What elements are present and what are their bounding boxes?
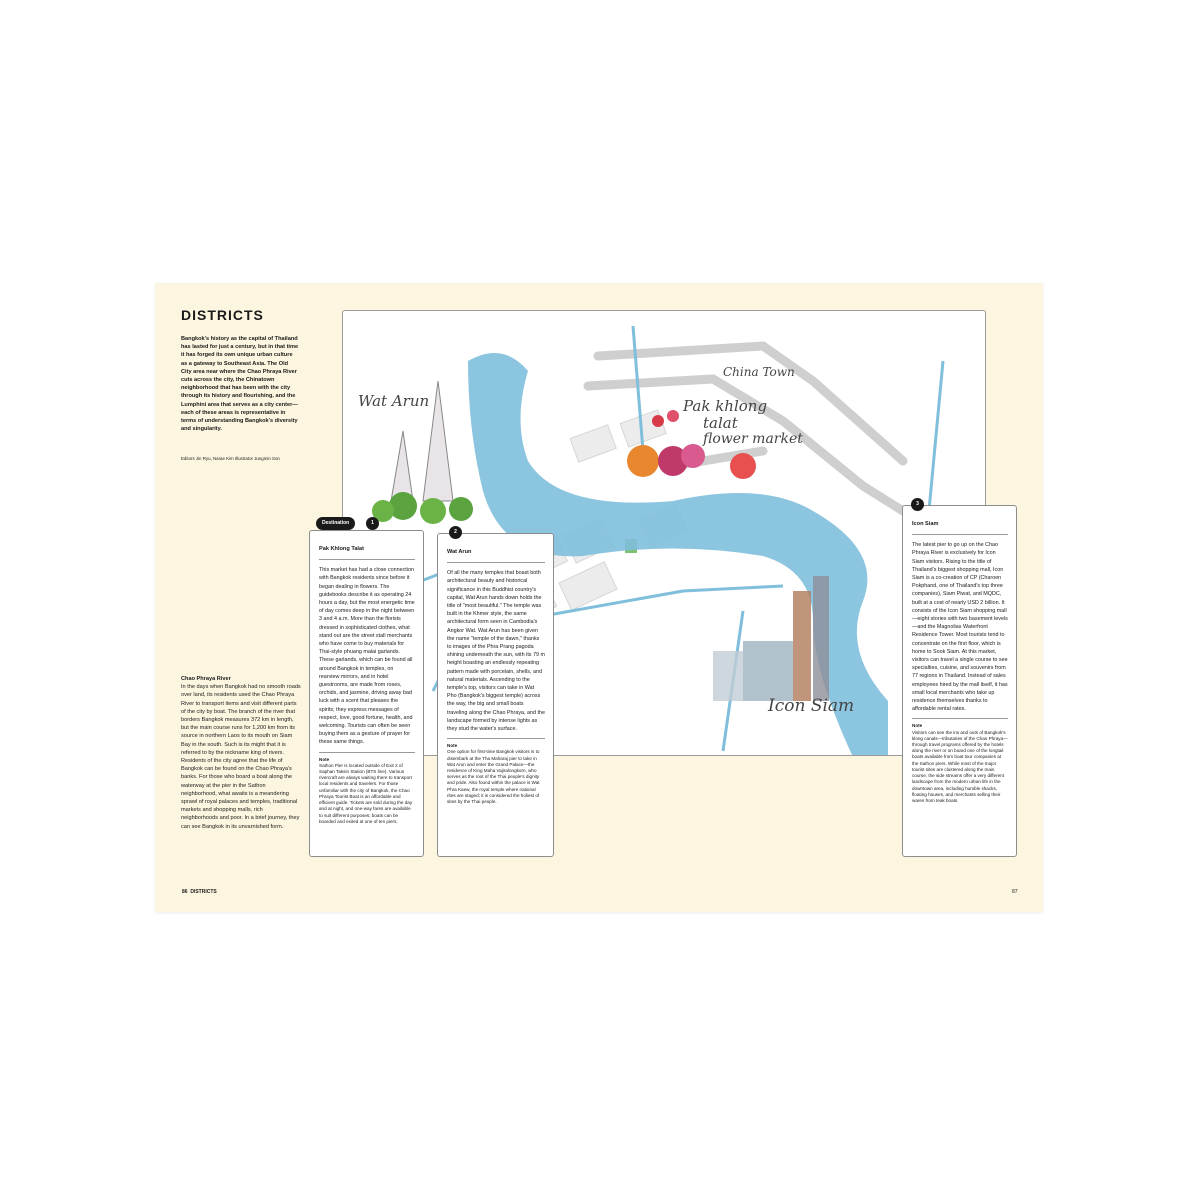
note-text: Sathon Pier is located outside of Exit 2…	[319, 762, 413, 824]
wat-arun-illustration	[372, 380, 473, 524]
section-name: DISTRICTS	[190, 889, 217, 895]
credits: Editors Jin Ryu, Narae Kim Illustrator J…	[181, 456, 280, 461]
note-label: Note	[319, 756, 330, 762]
card-icon-siam: Icon Siam The latest pier to go up on th…	[902, 505, 1017, 857]
card-pak-khlong-talat: Pak Khlong Talat This market has had a c…	[309, 530, 424, 857]
label-icon-siam: Icon Siam	[767, 696, 854, 716]
card-title: Pak Khlong Talat	[319, 545, 415, 561]
marker-3: 3	[911, 498, 924, 511]
card-title: Icon Siam	[912, 520, 1008, 536]
card-body: Of all the many temples that boast both …	[447, 569, 545, 740]
note-text: Visitors can see the ins and outs of Ban…	[912, 729, 1008, 803]
folio-left: 86 DISTRICTS	[182, 889, 217, 895]
page-title: DISTRICTS	[181, 307, 264, 323]
intro-text: Bangkok's history as the capital of Thai…	[181, 336, 299, 433]
card-body: This market has had a close connection w…	[319, 566, 415, 753]
label-pak-khlong-1: Pak khlong	[682, 397, 767, 415]
flower-market-illustration	[627, 410, 756, 479]
folio-right: 87	[1012, 889, 1018, 895]
label-pak-khlong-3: flower market	[702, 431, 803, 447]
river-title: Chao Phraya River	[181, 676, 231, 682]
marker-2: 2	[449, 526, 462, 539]
river-text: In the days when Bangkok had no smooth r…	[181, 684, 301, 830]
river-section: Chao Phraya River In the days when Bangk…	[181, 675, 301, 831]
marker-1: 1	[366, 517, 379, 530]
destination-badge: Destination	[316, 517, 356, 530]
card-wat-arun: Wat Arun Of all the many temples that bo…	[437, 533, 554, 857]
note-text: One option for first-time Bangkok visito…	[447, 749, 540, 805]
icon-siam-illustration	[713, 576, 829, 701]
label-wat-arun: Wat Arun	[358, 392, 429, 410]
card-body: The latest pier to go up on the Chao Phr…	[912, 541, 1008, 720]
note-label: Note	[447, 743, 458, 749]
label-pak-khlong-2: talat	[703, 414, 739, 432]
label-china-town: China Town	[723, 365, 795, 379]
card-title: Wat Arun	[447, 548, 545, 564]
page-number: 86	[182, 889, 188, 895]
note-label: Note	[912, 723, 923, 729]
